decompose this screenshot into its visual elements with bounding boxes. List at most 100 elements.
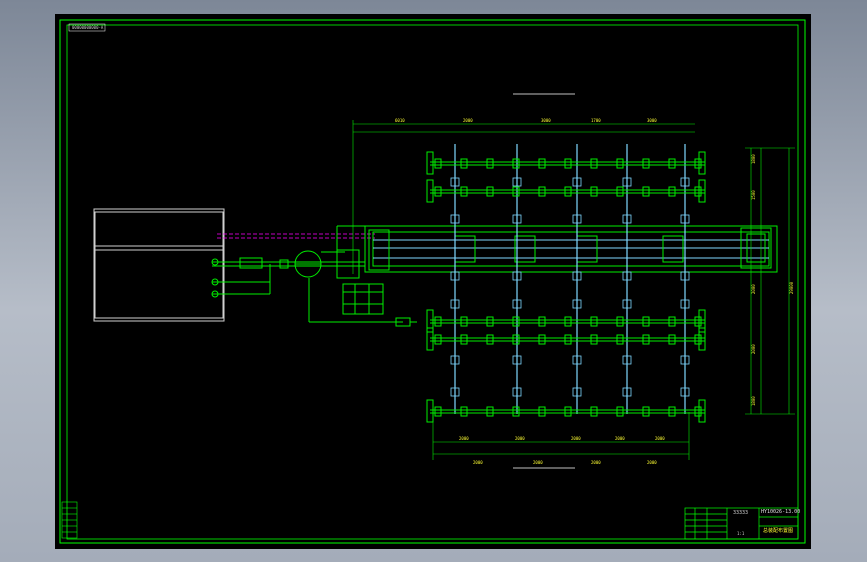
valve-symbol — [512, 406, 520, 417]
title-block — [684, 507, 799, 540]
title-block-code: 33333 — [733, 510, 749, 516]
drawing-code-label: 00000000000-A — [72, 25, 104, 30]
column-box — [572, 271, 582, 281]
column-box — [450, 271, 460, 281]
top-dims: 6010 2000 3000 1700 3000 — [395, 118, 657, 123]
valve-symbol — [512, 334, 520, 345]
valve-symbol — [564, 186, 572, 197]
column-box — [622, 299, 632, 309]
svg-text:2000: 2000 — [615, 436, 625, 441]
row-end-cap — [698, 151, 706, 175]
valve-symbol — [668, 158, 676, 169]
column-box — [680, 355, 690, 365]
valve-symbol — [486, 186, 494, 197]
svg-text:2000: 2000 — [473, 460, 483, 465]
valve-symbol — [538, 406, 546, 417]
valve-symbol — [642, 316, 650, 327]
column-box — [450, 387, 460, 397]
valve-symbol — [668, 316, 676, 327]
valve-symbol — [460, 186, 468, 197]
duct-lines — [217, 233, 375, 239]
cad-drawing-canvas[interactable]: 6010 2000 3000 1700 3000 2000 2000 2000 … — [55, 14, 811, 549]
top-dim-lines — [352, 120, 695, 274]
valve-symbol — [538, 186, 546, 197]
valve-symbol — [538, 334, 546, 345]
column-box — [572, 177, 582, 187]
left-building — [93, 208, 225, 322]
column-box — [572, 355, 582, 365]
pump-unit — [342, 283, 384, 315]
svg-text:6010: 6010 — [395, 118, 405, 123]
pipe-rows — [426, 151, 706, 423]
valve-symbol — [512, 186, 520, 197]
column-box — [680, 299, 690, 309]
column-box — [572, 214, 582, 224]
row-end-cap — [426, 309, 434, 333]
svg-text:29000: 29000 — [789, 281, 794, 294]
row-end-cap — [426, 179, 434, 203]
column-box — [512, 299, 522, 309]
column-box — [512, 214, 522, 224]
column-box — [450, 355, 460, 365]
svg-text:1700: 1700 — [591, 118, 601, 123]
valve-symbol — [642, 406, 650, 417]
valve-symbol — [616, 316, 624, 327]
vertical-rails — [454, 144, 686, 414]
valve-symbol — [460, 334, 468, 345]
main-piping — [211, 225, 417, 327]
valve-symbol — [564, 158, 572, 169]
valve-symbol — [486, 158, 494, 169]
column-box — [622, 355, 632, 365]
valve-symbol — [512, 316, 520, 327]
column-box — [572, 387, 582, 397]
column-box — [512, 387, 522, 397]
column-box — [680, 271, 690, 281]
valve-symbol — [694, 158, 702, 169]
bottom-dim-lines — [432, 412, 690, 460]
column-box — [512, 271, 522, 281]
inner-border — [66, 24, 799, 540]
svg-text:2000: 2000 — [459, 436, 469, 441]
svg-text:2000: 2000 — [591, 460, 601, 465]
valve-symbol — [616, 186, 624, 197]
column-box — [680, 387, 690, 397]
valve-symbol — [512, 158, 520, 169]
svg-text:1500: 1500 — [751, 190, 756, 200]
svg-text:1800: 1800 — [751, 154, 756, 164]
valve-symbol — [694, 334, 702, 345]
valve-symbol — [564, 406, 572, 417]
column-box — [450, 177, 460, 187]
row-end-cap — [426, 399, 434, 423]
column-box — [572, 299, 582, 309]
column-box — [622, 271, 632, 281]
valve-symbol — [434, 158, 442, 169]
drawing-title: 总装配布置图 — [763, 528, 794, 534]
valve-symbol — [590, 186, 598, 197]
svg-text:2000: 2000 — [655, 436, 665, 441]
valve-symbol — [434, 316, 442, 327]
svg-text:3000: 3000 — [647, 118, 657, 123]
valve-symbol — [486, 316, 494, 327]
svg-text:2000: 2000 — [751, 284, 756, 294]
revision-strip — [61, 501, 78, 539]
row-end-cap — [698, 309, 706, 333]
valve-symbol — [486, 334, 494, 345]
valve-symbol — [590, 406, 598, 417]
row-end-cap — [698, 179, 706, 203]
column-box — [450, 299, 460, 309]
column-box — [622, 387, 632, 397]
valve-symbol — [434, 334, 442, 345]
valve-symbol — [694, 406, 702, 417]
valve-symbol — [616, 334, 624, 345]
column-box — [680, 177, 690, 187]
scale-label: 1:1 — [737, 531, 745, 536]
column-box — [680, 214, 690, 224]
svg-text:2000: 2000 — [647, 460, 657, 465]
valve-symbol — [538, 316, 546, 327]
column-box — [622, 214, 632, 224]
valve-symbol — [616, 158, 624, 169]
column-markers — [450, 177, 690, 397]
valve-symbol — [668, 186, 676, 197]
valve-symbol — [538, 158, 546, 169]
svg-text:3000: 3000 — [541, 118, 551, 123]
